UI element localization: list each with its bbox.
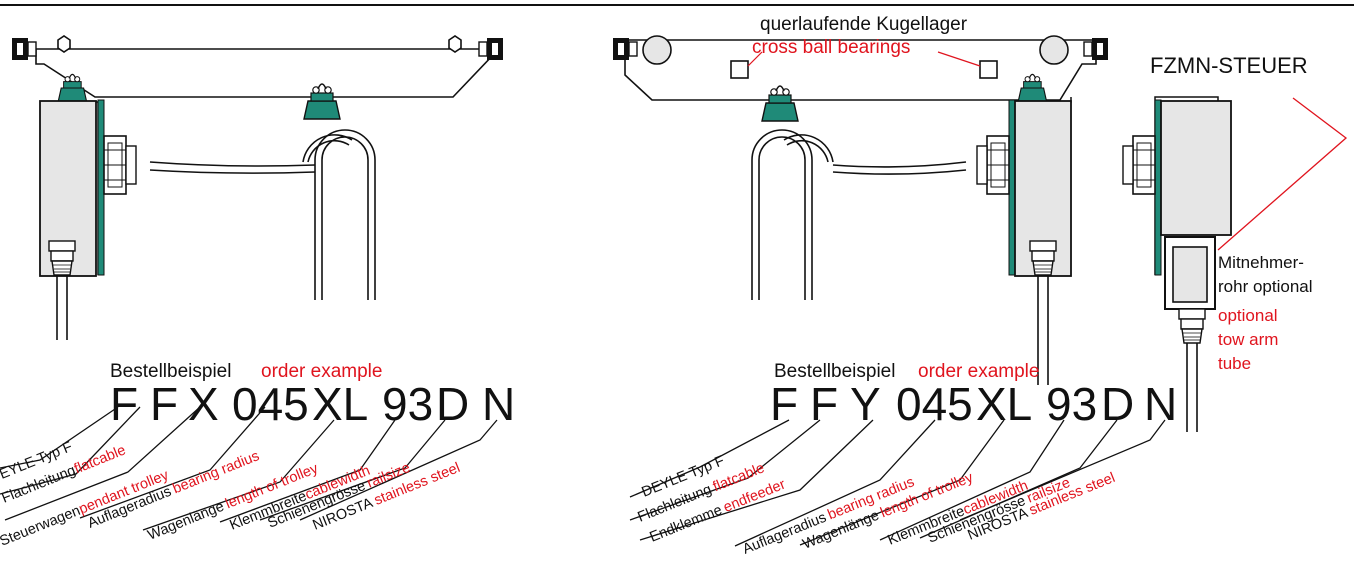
left-code-3: X xyxy=(188,378,219,430)
right-legend-texts: DEYLE Typ F Flachleitungflatcable Endkle… xyxy=(636,453,1118,558)
right-code-3: Y xyxy=(850,378,881,430)
left-code-1: F xyxy=(110,378,138,430)
tube-label-en-2: tow arm xyxy=(1218,330,1278,349)
right-code-1: F xyxy=(770,378,798,430)
left-code-8: N xyxy=(482,378,515,430)
right-trolley xyxy=(612,35,1109,385)
right-code-7: D xyxy=(1101,378,1134,430)
tube-label-de-2: rohr optional xyxy=(1218,277,1313,296)
left-legend-4-de: Wagenlänge xyxy=(146,499,227,544)
right-order-block: Bestellbeispiel order example F F Y 045 … xyxy=(770,361,1177,430)
right-order-label-de: Bestellbeispiel xyxy=(774,361,895,382)
tube-label-en-3: tube xyxy=(1218,354,1251,373)
right-legend-lines xyxy=(629,419,1166,547)
left-trolley xyxy=(11,35,504,340)
right-order-label-en: order example xyxy=(918,361,1039,382)
bearing-label-de: querlaufende Kugellager xyxy=(760,14,968,35)
left-legend-1-en: flatcable xyxy=(72,442,128,477)
right-code-4: 045 xyxy=(896,378,973,430)
left-legend-lines xyxy=(0,406,498,531)
right-labels: querlaufende Kugellager cross ball beari… xyxy=(752,14,1313,373)
left-legend-2-de: Steuerwagen xyxy=(0,503,83,550)
tube-label-en-1: optional xyxy=(1218,306,1278,325)
fzmn-unit xyxy=(1122,96,1348,432)
left-code-4: 045 xyxy=(232,378,309,430)
left-order-label-en: order example xyxy=(261,361,382,382)
left-code-2: F xyxy=(150,378,178,430)
right-code-8: N xyxy=(1144,378,1177,430)
left-code-6: 93 xyxy=(382,378,433,430)
fzmn-label: FZMN-STEUER xyxy=(1150,53,1308,78)
left-order-block: Bestellbeispiel order example F F X 045 … xyxy=(110,361,515,430)
left-order-label-de: Bestellbeispiel xyxy=(110,361,231,382)
right-code-6: 93 xyxy=(1046,378,1097,430)
right-code-5: XL xyxy=(976,378,1032,430)
right-code-2: F xyxy=(810,378,838,430)
tube-label-de-1: Mitnehmer- xyxy=(1218,253,1304,272)
left-code-5: XL xyxy=(312,378,368,430)
left-code-7: D xyxy=(436,378,469,430)
bearing-label-en: cross ball bearings xyxy=(752,37,910,58)
